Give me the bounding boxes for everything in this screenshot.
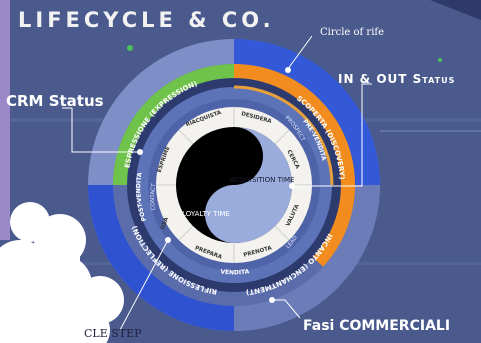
circle-of-rife-callout: Circle of rife [320, 27, 385, 38]
status-label-vendita: VENDITA [220, 268, 250, 276]
cycle-step-callout: CLE STEP [84, 327, 142, 340]
yin-yang-core [176, 127, 292, 243]
in-out-status-callout: IN & OUT Status [338, 72, 455, 86]
marker-dots [137, 67, 295, 303]
status-band [113, 64, 355, 306]
fasi-commerciali-callout: Fasi COMMERCIALI [303, 318, 451, 334]
side-accent-bar [0, 0, 10, 240]
loyalty-time-label: LOYALTY TIME [182, 210, 230, 218]
step-usa: USA [160, 216, 171, 231]
crm-status-callout: CRM Status [6, 92, 104, 110]
in-out-status-text: IN & OUT Status [338, 72, 456, 86]
cloud-overlay [0, 202, 124, 343]
acquisition-time-label: ACQUISITION TIME [230, 176, 295, 184]
callout-lines [62, 35, 372, 331]
crm-label-contact: CONTACT [150, 183, 157, 211]
brand-title: LIFECYCLE & CO. [18, 8, 275, 32]
